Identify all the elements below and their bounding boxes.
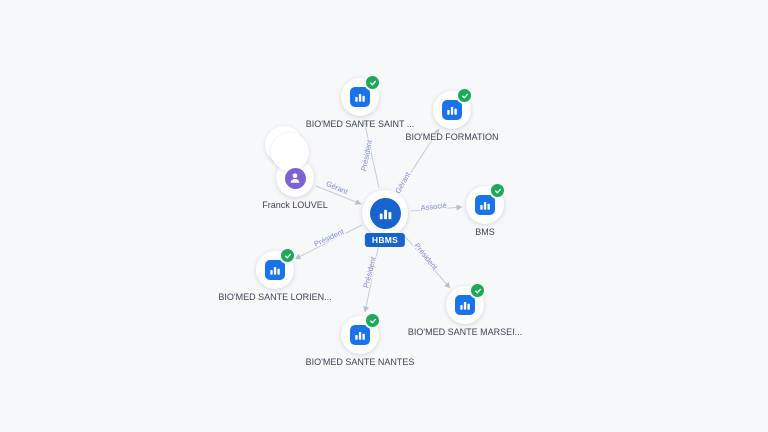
company-avatar [341, 74, 381, 116]
edge-hbms-bms [410, 204, 463, 212]
company-icon [369, 197, 401, 229]
stacked-node-ghost [271, 133, 309, 171]
node-label: BMS [475, 227, 495, 237]
verified-check-icon [279, 247, 296, 264]
node-label: BIO'MED SANTE MARSEI... [407, 327, 523, 337]
node-label: BIO'MED SANTE LORIEN... [218, 292, 332, 302]
company-avatar [433, 87, 473, 129]
company-icon [350, 87, 370, 107]
edge-label-nantes: Président [361, 255, 378, 289]
edge-label-bms: Associé [420, 201, 447, 213]
edge-hbms-nantes [363, 238, 381, 313]
node-label: BIO'MED SANTE SAINT ... [305, 119, 415, 129]
node-biomed-formation[interactable]: BIO'MED FORMATION [405, 87, 499, 142]
company-icon [265, 260, 285, 280]
company-avatar [256, 247, 296, 289]
verified-check-icon [469, 282, 486, 299]
edge-label-lorient: Président [313, 227, 346, 249]
verified-check-icon [364, 74, 381, 91]
node-franck-louvel[interactable]: Franck LOUVEL [262, 126, 328, 210]
company-icon [455, 295, 475, 315]
verified-check-icon [456, 87, 473, 104]
company-icon [475, 195, 495, 215]
node-biomed-sante-lorient[interactable]: BIO'MED SANTE LORIEN... [218, 247, 332, 302]
company-avatar [446, 282, 486, 324]
verified-check-icon [364, 312, 381, 329]
edge-hbms-saint [362, 119, 380, 189]
person-icon [284, 167, 306, 189]
node-biomed-sante-marseille[interactable]: BIO'MED SANTE MARSEI... [408, 282, 522, 337]
company-avatar [466, 182, 506, 224]
node-hbms[interactable]: HBMS [362, 190, 408, 247]
edge-hbms-formation [398, 128, 440, 192]
center-node-label: HBMS [364, 233, 406, 247]
person-avatar [265, 126, 314, 197]
company-avatar [341, 312, 381, 354]
node-label: Franck LOUVEL [262, 200, 328, 210]
company-icon [442, 100, 462, 120]
node-biomed-sante-nantes[interactable]: BIO'MED SANTE NANTES [306, 312, 414, 367]
edge-hbms-lorient [294, 224, 363, 260]
center-avatar [362, 190, 408, 236]
edge-label-marseille: Président [412, 241, 440, 272]
verified-check-icon [489, 182, 506, 199]
company-icon [350, 325, 370, 345]
edge-louvel-hbms [315, 185, 362, 205]
node-label: BIO'MED FORMATION [405, 132, 499, 142]
node-bms[interactable]: BMS [466, 182, 506, 237]
node-biomed-sante-saint[interactable]: BIO'MED SANTE SAINT ... [306, 74, 414, 129]
node-label: BIO'MED SANTE NANTES [305, 357, 415, 367]
edge-hbms-marseille [401, 232, 451, 289]
